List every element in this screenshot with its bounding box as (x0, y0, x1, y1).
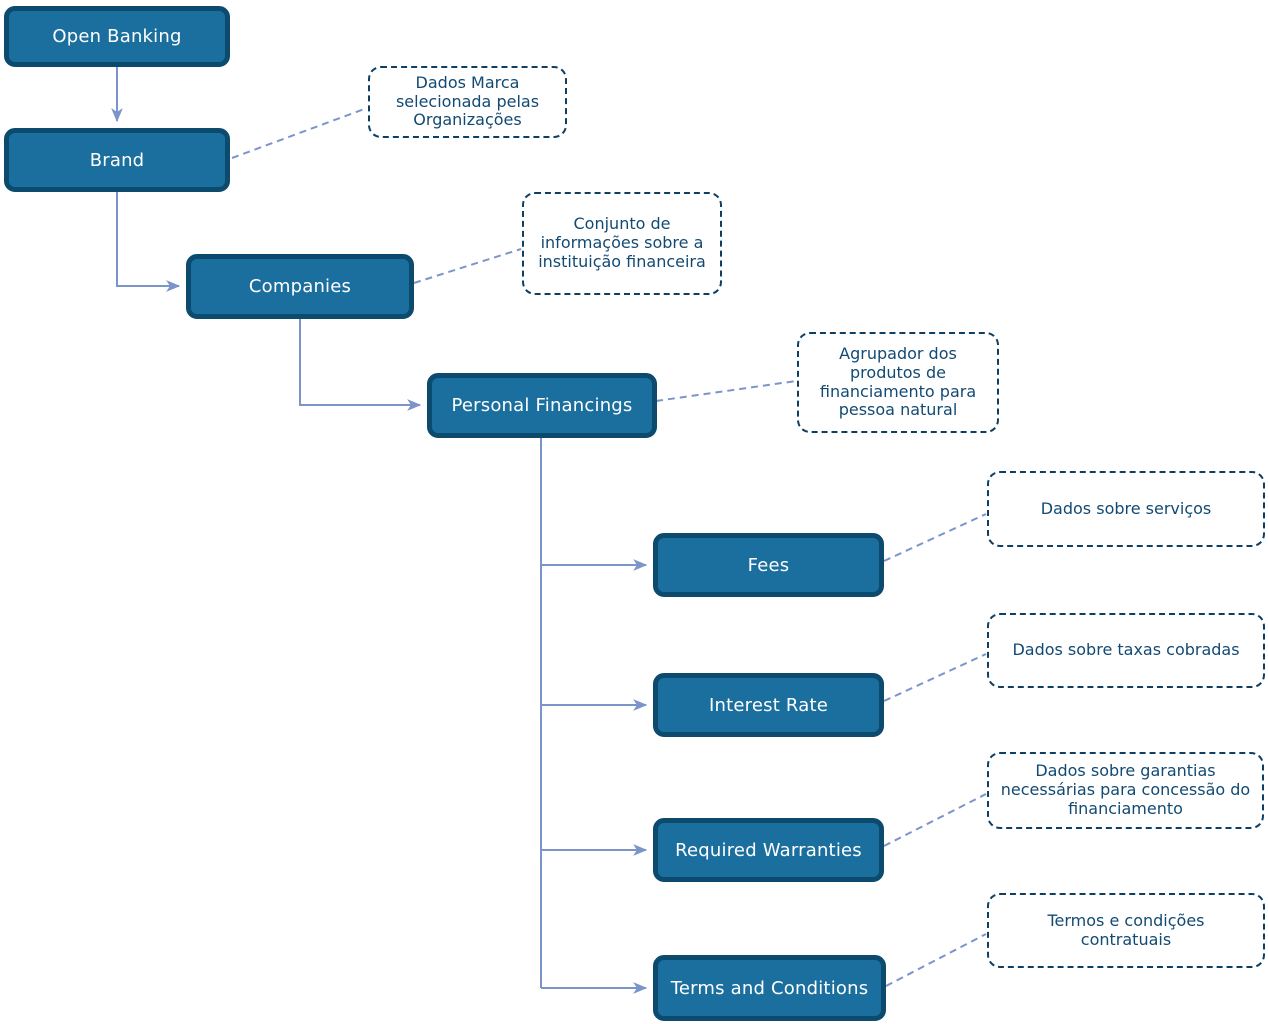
node-terms-and-conditions: Terms and Conditions (653, 955, 886, 1021)
annotation-terms-and-conditions-text: Termos e condições contratuais (1047, 910, 1205, 949)
annotation-terms-and-conditions: Termos e condições contratuais (987, 893, 1265, 968)
edge-interestrate-annotation (883, 653, 987, 702)
edge-termsandconditions-annotation (885, 933, 987, 987)
node-open-banking: Open Banking (4, 6, 230, 67)
annotation-interest-rate: Dados sobre taxas cobradas (987, 613, 1265, 688)
node-open-banking-label: Open Banking (52, 26, 182, 47)
edge-brand-annotation (231, 107, 368, 159)
node-required-warranties: Required Warranties (653, 818, 884, 882)
node-fees: Fees (653, 533, 884, 597)
annotation-personal-financings: Agrupador dos produtos de financiamento … (797, 332, 999, 433)
edge-personalfinancings-annotation (655, 380, 797, 402)
node-personal-financings-label: Personal Financings (451, 395, 633, 416)
edge-companies-personalfinancings (299, 319, 422, 411)
node-interest-rate-label: Interest Rate (709, 694, 828, 716)
annotation-personal-financings-text: Agrupador dos produtos de financiamento … (819, 343, 977, 420)
node-companies-label: Companies (248, 276, 352, 297)
edge-fees-annotation (883, 513, 987, 562)
annotation-fees-text: Dados sobre serviços (1040, 498, 1212, 518)
node-brand: Brand (4, 128, 230, 192)
edge-brand-companies (116, 192, 181, 292)
node-personal-financings: Personal Financings (427, 373, 657, 438)
node-fees-label: Fees (747, 554, 790, 576)
edge-companies-annotation (413, 248, 522, 284)
annotation-interest-rate-text: Dados sobre taxas cobradas (1012, 640, 1240, 660)
annotation-required-warranties-text: Dados sobre garantias necessárias para c… (1000, 761, 1251, 818)
node-required-warranties-label: Required Warranties (675, 839, 862, 861)
edge-requiredwarranties-annotation (883, 793, 987, 847)
annotation-required-warranties: Dados sobre garantias necessárias para c… (987, 752, 1264, 829)
node-brand-label: Brand (89, 149, 145, 171)
annotation-brand: Dados Marca selecionada pelas Organizaçõ… (368, 66, 567, 138)
node-terms-and-conditions-label: Terms and Conditions (670, 977, 869, 999)
node-interest-rate: Interest Rate (653, 673, 884, 737)
annotation-fees: Dados sobre serviços (987, 471, 1265, 547)
annotation-companies-text: Conjunto de informações sobre a institui… (538, 214, 706, 271)
annotation-companies: Conjunto de informações sobre a institui… (522, 192, 722, 295)
annotation-brand-text: Dados Marca selecionada pelas Organizaçõ… (395, 72, 540, 130)
node-companies: Companies (186, 254, 414, 319)
